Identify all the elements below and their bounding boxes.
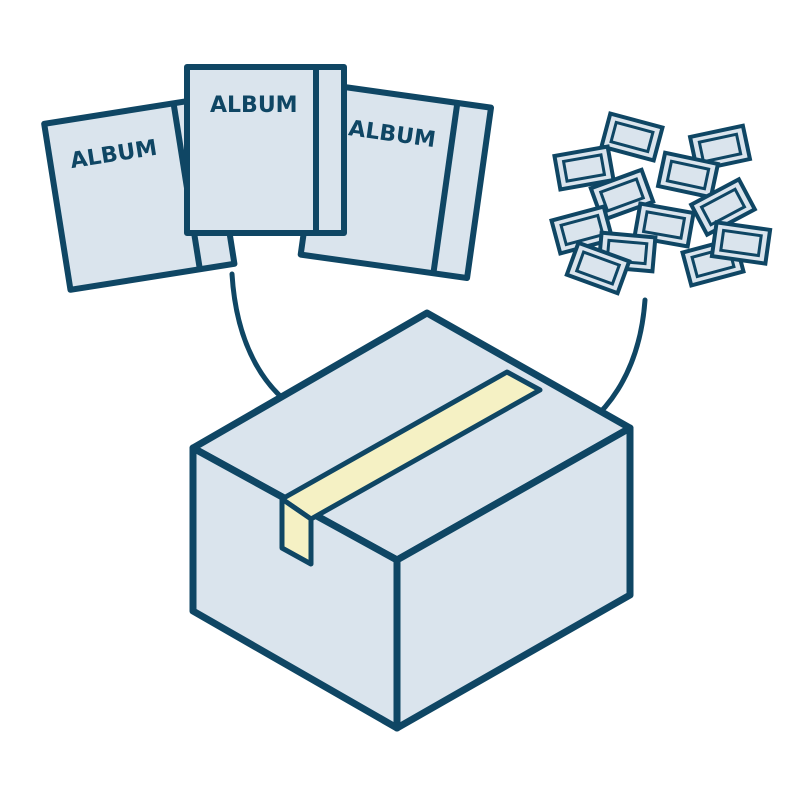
stamp-icon (599, 111, 665, 163)
stamp-icon (655, 150, 721, 200)
packing-tape-flap (279, 496, 314, 567)
box-right-side (393, 424, 634, 732)
stamps-pile (549, 111, 773, 296)
stamp-icon (588, 167, 656, 223)
cardboard-box-icon (189, 309, 634, 732)
stamp-icon (687, 123, 753, 173)
stamp-icon (709, 220, 773, 266)
stamp-icon (688, 176, 758, 238)
stamp-icon (549, 204, 615, 256)
stamp-icon (564, 240, 632, 296)
album-icon: ALBUM (184, 64, 347, 236)
album-label: ALBUM (210, 93, 298, 118)
album-icon: ALBUM (297, 81, 495, 281)
stamp-icon (552, 144, 616, 192)
